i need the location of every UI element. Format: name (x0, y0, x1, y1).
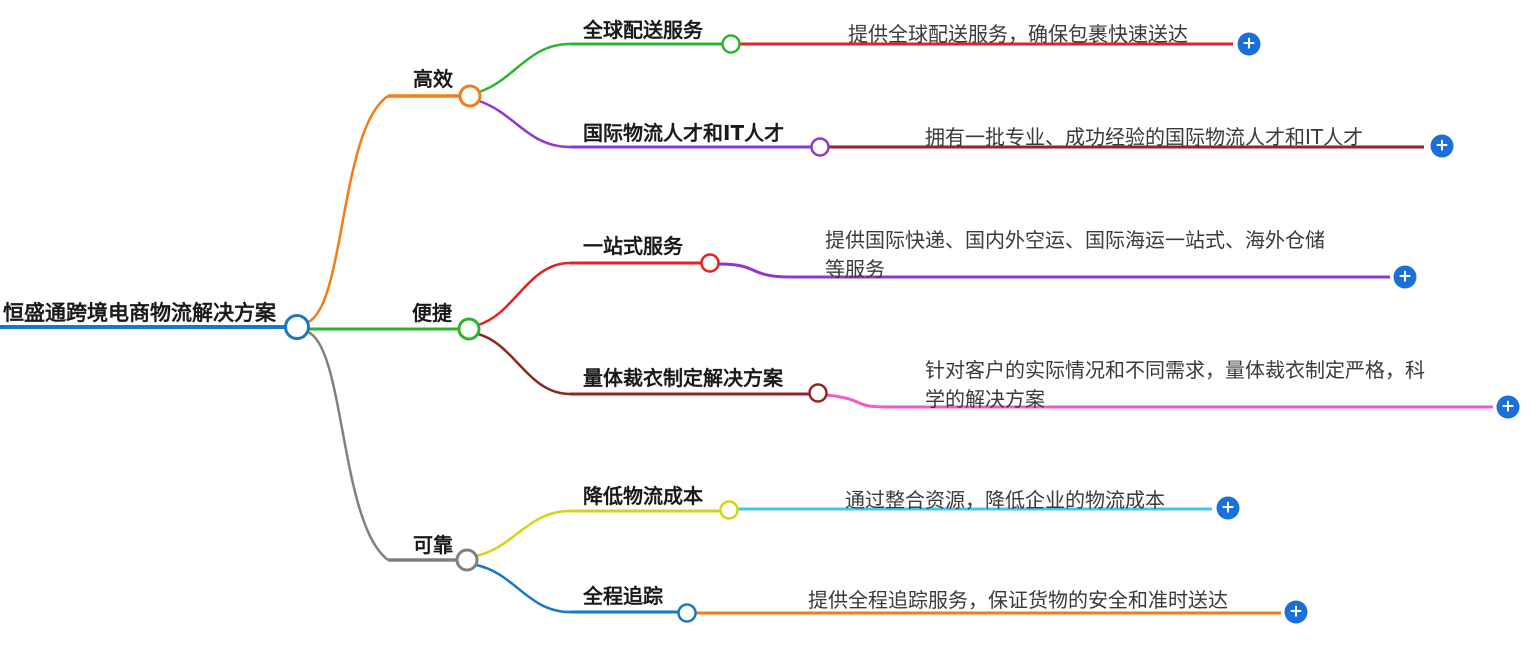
add-node-button-tailored-solution[interactable]: + (1496, 395, 1520, 419)
add-node-button-global-delivery[interactable]: + (1237, 32, 1261, 56)
leaf-label-full-tracking[interactable]: 全程追踪 (583, 584, 663, 608)
desc-full-tracking[interactable]: 提供全程追踪服务，保证货物的安全和准时送达 (808, 586, 1228, 615)
leaf-label-tailored-solution[interactable]: 量体裁衣制定解决方案 (583, 366, 783, 390)
desc-global-delivery[interactable]: 提供全球配送服务，确保包裹快速送达 (848, 20, 1188, 49)
curve-to-global-delivery (478, 42, 571, 94)
desc-line: 学的解决方案 (925, 387, 1045, 411)
plus-icon: + (1434, 135, 1450, 156)
leaf-label-reduce-cost[interactable]: 降低物流成本 (583, 484, 703, 508)
leaf-label-logistics-talent[interactable]: 国际物流人才和IT人才 (583, 121, 785, 145)
plus-icon: + (1397, 266, 1413, 287)
add-node-button-reduce-cost[interactable]: + (1216, 496, 1240, 520)
leaf-label-one-stop[interactable]: 一站式服务 (583, 234, 683, 258)
desc-one-stop[interactable]: 提供国际快递、国内外空运、国际海运一站式、海外仓储 等服务 (825, 226, 1325, 284)
desc-line: 等服务 (825, 257, 885, 281)
desc-line: 提供全球配送服务，确保包裹快速送达 (848, 22, 1188, 46)
reduce-cost-node-handle[interactable] (719, 500, 739, 520)
desc-line: 通过整合资源，降低企业的物流成本 (845, 488, 1165, 512)
leaf-label-global-delivery[interactable]: 全球配送服务 (583, 18, 703, 42)
tailored-solution-node-handle[interactable] (808, 383, 828, 403)
root-node-handle[interactable] (284, 314, 310, 340)
desc-line: 拥有一批专业、成功经验的国际物流人才和IT人才 (925, 125, 1364, 149)
curve-to-tailored-solution (477, 332, 571, 396)
curve-to-reduce-cost (475, 509, 571, 558)
one-stop-desc-line (718, 262, 1390, 279)
plus-icon: + (1500, 396, 1516, 417)
desc-tailored-solution[interactable]: 针对客户的实际情况和不同需求，量体裁衣制定严格，科 学的解决方案 (925, 356, 1425, 414)
branch-curve-efficient (307, 94, 389, 324)
curve-to-one-stop (477, 261, 571, 327)
plus-icon: + (1288, 601, 1304, 622)
plus-icon: + (1220, 497, 1236, 518)
plus-icon: + (1241, 33, 1257, 54)
branch-label-efficient[interactable]: 高效 (413, 67, 453, 91)
reliable-node-handle[interactable] (455, 548, 479, 572)
add-node-button-logistics-talent[interactable]: + (1430, 134, 1454, 158)
efficient-node-handle[interactable] (458, 84, 482, 108)
add-node-button-one-stop[interactable]: + (1393, 265, 1417, 289)
convenient-node-handle[interactable] (457, 317, 481, 341)
full-tracking-node-handle[interactable] (677, 603, 697, 623)
desc-line: 提供全程追踪服务，保证货物的安全和准时送达 (808, 588, 1228, 612)
curve-to-full-tracking (475, 563, 571, 614)
branch-label-reliable[interactable]: 可靠 (413, 533, 453, 557)
curve-to-logistics-talent (478, 99, 571, 149)
desc-reduce-cost[interactable]: 通过整合资源，降低企业的物流成本 (845, 486, 1165, 515)
branch-curve-reliable (307, 330, 389, 561)
tailored-solution-desc-line (826, 393, 1493, 409)
desc-line: 提供国际快递、国内外空运、国际海运一站式、海外仓储 (825, 228, 1325, 252)
branch-label-convenient[interactable]: 便捷 (412, 301, 452, 325)
root-node-label[interactable]: 恒盛通跨境电商物流解决方案 (3, 301, 276, 325)
add-node-button-full-tracking[interactable]: + (1284, 600, 1308, 624)
logistics-talent-node-handle[interactable] (810, 137, 830, 157)
desc-logistics-talent[interactable]: 拥有一批专业、成功经验的国际物流人才和IT人才 (925, 123, 1363, 152)
global-delivery-node-handle[interactable] (721, 34, 741, 54)
one-stop-node-handle[interactable] (700, 253, 720, 273)
desc-line: 针对客户的实际情况和不同需求，量体裁衣制定严格，科 (925, 358, 1425, 382)
